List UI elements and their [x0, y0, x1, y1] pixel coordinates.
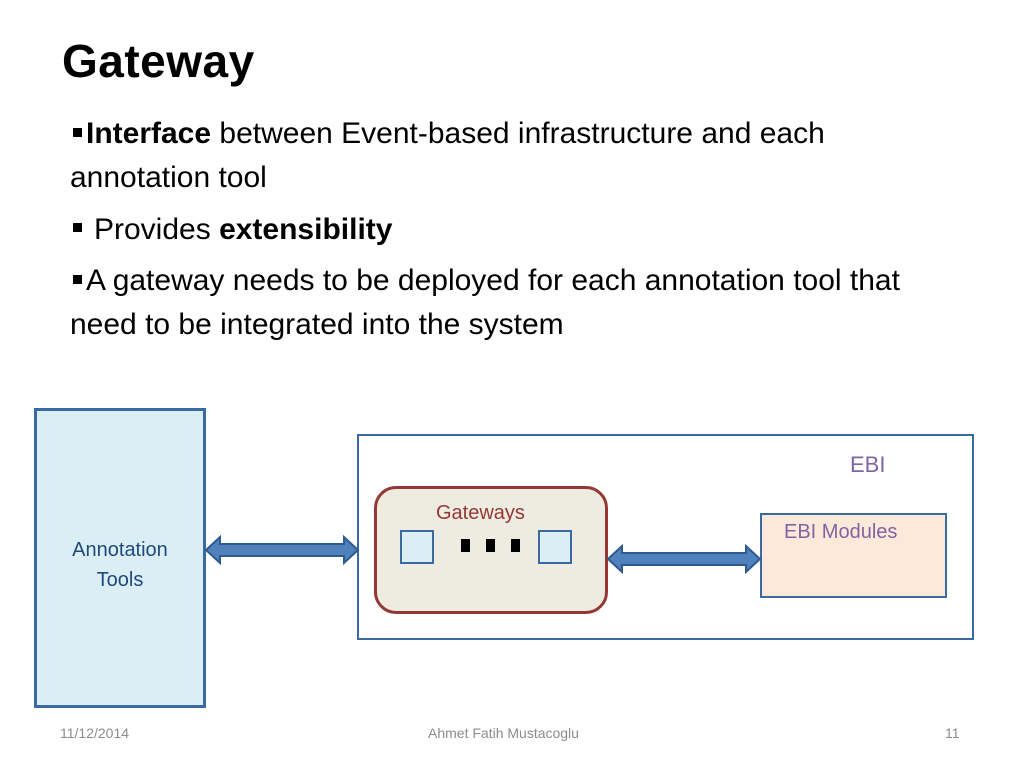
ellipsis-dash: [486, 539, 495, 552]
ellipsis-dash: [461, 539, 470, 552]
bullet-extensibility: Provides extensibility: [70, 208, 950, 252]
bullet-text: Provides: [94, 212, 220, 246]
ebi-modules-box: [760, 513, 947, 598]
gateway-square-right: [538, 530, 572, 564]
annotation-tools-line1: Annotation: [72, 539, 168, 561]
bullet-text: A gateway needs to be deployed for each …: [70, 264, 900, 342]
gateways-label: Gateways: [436, 502, 525, 524]
bullet-text: between Event-based infrastructure and e…: [70, 117, 825, 194]
footer-author: Ahmet Fatih Mustacoglu: [428, 725, 579, 741]
bullet-bold-tail: extensibility: [219, 212, 393, 246]
annotation-tools-box: Annotation Tools: [34, 408, 206, 708]
ebi-label: EBI: [850, 452, 886, 477]
ellipsis-dash: [511, 539, 520, 552]
double-arrow-icon: [606, 543, 762, 575]
annotation-tools-line2: Tools: [96, 569, 144, 591]
square-bullet-icon: [73, 274, 82, 284]
bullet-interface: Interface between Event-based infrastruc…: [70, 112, 950, 200]
annotation-tools-label: Annotation Tools: [37, 535, 203, 595]
bullet-list: Interface between Event-based infrastruc…: [70, 112, 950, 355]
footer-page-number: 11: [945, 725, 960, 741]
footer-date: 11/12/2014: [60, 725, 130, 741]
bullet-deploy: A gateway needs to be deployed for each …: [70, 259, 950, 347]
ebi-modules-label: EBI Modules: [784, 521, 898, 543]
square-bullet-icon: [73, 223, 82, 233]
square-bullet-icon: [73, 127, 82, 137]
slide-title: Gateway: [62, 35, 255, 87]
gateway-square-left: [400, 530, 434, 564]
double-arrow-icon: [204, 534, 360, 566]
bullet-bold-lead: Interface: [86, 117, 212, 150]
